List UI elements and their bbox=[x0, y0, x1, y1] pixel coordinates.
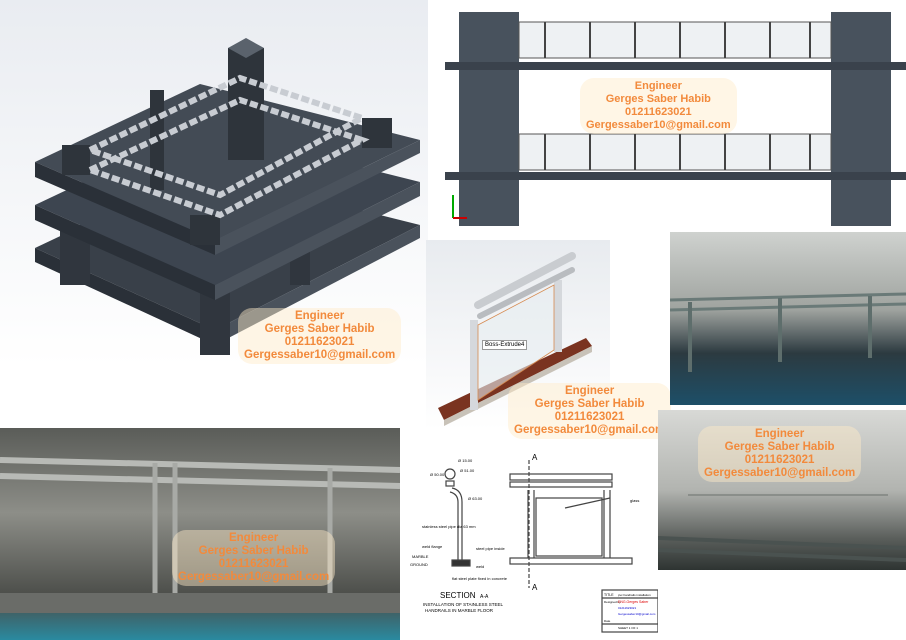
watermark-name: Gerges Saber Habib bbox=[534, 398, 645, 410]
drawing-sheet: A A Ø 50.00 Ø 15.00 Ø 51.00 Ø 63.00 stai… bbox=[410, 453, 658, 633]
watermark-email: Gergessaber10@gmail.com bbox=[704, 467, 856, 479]
watermark-name: Gerges Saber Habib bbox=[198, 545, 309, 557]
building-render bbox=[35, 38, 420, 355]
sheet-number: SHEET 1 OF 1 bbox=[618, 626, 638, 630]
railing-render-panel: Boss-Extrude4 bbox=[426, 240, 610, 430]
building-render-panel: Engineer Gerges Saber Habib 01211623021 … bbox=[0, 0, 428, 366]
pipe-label: stainless steel pipe dia 63 mm bbox=[422, 524, 476, 529]
dim-label: Ø 15.00 bbox=[458, 458, 473, 463]
watermark-phone: 01211623021 bbox=[744, 454, 815, 466]
steel-pipe-label: steel pipe inside bbox=[476, 546, 505, 551]
plate-label: flat steel plate fixed in concrete bbox=[452, 576, 508, 581]
watermark: Engineer Gerges Saber Habib 01211623021 … bbox=[172, 530, 336, 586]
watermark-email: Gergessaber10@gmail.com bbox=[178, 571, 330, 583]
photo-installation: Engineer Gerges Saber Habib 01211623021 … bbox=[0, 428, 400, 640]
plan-view bbox=[445, 12, 906, 226]
watermark-title: Engineer bbox=[294, 310, 345, 322]
section-suffix: A-A bbox=[480, 594, 489, 600]
watermark-email: Gergessaber10@gmail.com bbox=[586, 119, 731, 131]
watermark: Engineer Gerges Saber Habib 01211623021 … bbox=[580, 78, 737, 134]
section-marker-top: A bbox=[532, 453, 538, 462]
photo-atrium-2: Engineer Gerges Saber Habib 01211623021 … bbox=[658, 410, 906, 570]
plan-view-panel: Engineer Gerges Saber Habib 01211623021 … bbox=[445, 0, 906, 226]
title-block-label: Date bbox=[604, 619, 611, 623]
caption-line: HANDRAILS IN MARBLE FLOOR bbox=[425, 608, 494, 613]
dim-label: Ø 50.00 bbox=[430, 472, 445, 477]
watermark: Engineer Gerges Saber Habib 01211623021 … bbox=[238, 308, 402, 364]
railing-photo-3 bbox=[0, 457, 400, 613]
section-title: SECTION bbox=[440, 591, 476, 600]
technical-drawing: A A Ø 50.00 Ø 15.00 Ø 51.00 Ø 63.00 stai… bbox=[400, 440, 658, 640]
watermark-phone: 01211623021 bbox=[218, 558, 289, 570]
watermark-title: Engineer bbox=[564, 385, 615, 397]
watermark: Engineer Gerges Saber Habib 01211623021 … bbox=[698, 426, 862, 482]
dim-label: Ø 51.00 bbox=[460, 468, 475, 473]
railing-photo-1 bbox=[670, 292, 906, 372]
watermark-phone: 01211623021 bbox=[554, 411, 625, 423]
caption-line: INSTALLATION OF STAINLESS STEEL bbox=[423, 602, 504, 607]
weld-label: weld bbox=[476, 564, 484, 569]
glass-label: glass bbox=[630, 498, 639, 503]
watermark-title: Engineer bbox=[634, 80, 682, 92]
designer-name: ENG.Gerges Saber bbox=[618, 600, 649, 604]
ground-label: GROUND bbox=[410, 562, 428, 567]
title-block-value: pvc handrails installation bbox=[618, 593, 651, 597]
watermark-email: Gergessaber10@gmail.com bbox=[514, 424, 666, 436]
watermark-name: Gerges Saber Habib bbox=[724, 441, 835, 453]
title-block-label: Designed by bbox=[604, 600, 621, 604]
railing-photo-2 bbox=[658, 494, 906, 562]
designer-email: Gergessaber10@gmail.com bbox=[618, 612, 656, 616]
watermark-title: Engineer bbox=[754, 428, 805, 440]
designer-phone: 01211623021 bbox=[618, 606, 636, 610]
dim-label: Ø 63.00 bbox=[468, 496, 483, 501]
title-block-label: TITLE bbox=[604, 593, 614, 597]
photo-atrium-1 bbox=[670, 232, 906, 405]
section-marker-bottom: A bbox=[532, 583, 538, 592]
feature-label: Boss-Extrude4 bbox=[482, 340, 528, 350]
watermark-phone: 01211623021 bbox=[624, 106, 692, 118]
watermark-name: Gerges Saber Habib bbox=[264, 323, 375, 335]
weld-flange-label: weld flange bbox=[422, 544, 443, 549]
watermark-name: Gerges Saber Habib bbox=[605, 93, 711, 105]
watermark-email: Gergessaber10@gmail.com bbox=[244, 349, 396, 361]
watermark: Engineer Gerges Saber Habib 01211623021 … bbox=[508, 383, 672, 439]
watermark-phone: 01211623021 bbox=[284, 336, 355, 348]
marble-label: MARBLE bbox=[412, 554, 429, 559]
watermark-title: Engineer bbox=[228, 532, 279, 544]
